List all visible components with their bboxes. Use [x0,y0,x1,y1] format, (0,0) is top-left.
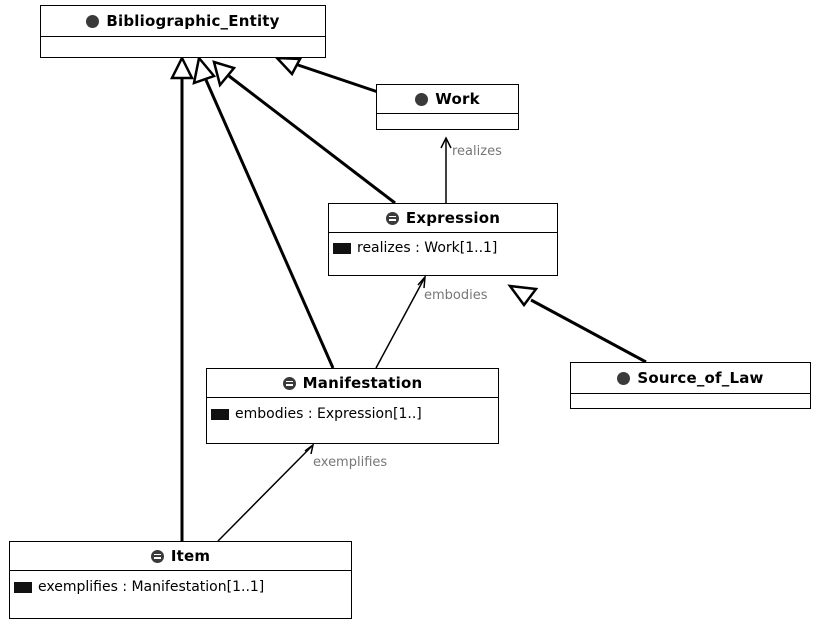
generalization-manifestation [204,79,335,369]
class-header: Manifestation [207,369,498,398]
class-name: Expression [405,209,501,227]
class-header: Item [10,542,351,571]
class-header: Work [377,85,518,114]
attribute-text: realizes : Work[1..1] [357,240,498,256]
class-source-of-law[interactable]: Source_of_Law [570,362,811,409]
class-icon [86,14,100,28]
class-header: Expression [329,204,557,233]
class-name: Bibliographic_Entity [106,12,280,30]
enumeration-icon [385,211,399,225]
class-attribute: embodies : Expression[1..] [207,398,498,430]
class-item[interactable]: Item exemplifies : Manifestation[1..1] [9,541,352,619]
association-label-embodies: embodies [424,288,488,303]
enumeration-icon [282,376,296,390]
enumeration-icon [150,549,164,563]
association-exemplifies [217,444,314,542]
class-name: Item [170,547,211,565]
class-name: Work [435,90,480,108]
attribute-icon [211,408,229,420]
class-work[interactable]: Work [376,84,519,130]
attribute-icon [14,581,32,593]
class-expression[interactable]: Expression realizes : Work[1..1] [328,203,558,276]
generalization-expression [228,74,396,205]
generalization-arrowhead-source-of-law [507,284,539,308]
class-header: Bibliographic_Entity [41,6,325,37]
association-embodies [375,276,426,369]
class-name: Source_of_Law [637,369,764,387]
attribute-text: exemplifies : Manifestation[1..1] [38,579,265,595]
association-label-realizes: realizes [452,144,502,159]
class-icon [617,371,631,385]
class-attribute: realizes : Work[1..1] [329,233,557,263]
class-attribute: exemplifies : Manifestation[1..1] [10,571,351,603]
generalization-work [297,63,379,94]
generalization-arrowhead-work [273,56,303,77]
attribute-icon [333,242,351,254]
class-bibliographic-entity[interactable]: Bibliographic_Entity [40,5,326,58]
class-manifestation[interactable]: Manifestation embodies : Expression[1..] [206,368,499,444]
attribute-text: embodies : Expression[1..] [235,406,422,422]
association-label-exemplifies: exemplifies [313,455,388,470]
class-name: Manifestation [302,374,423,392]
generalization-arrowhead-item [169,55,195,80]
generalization-arrowhead-expression [212,60,237,88]
class-icon [415,92,429,106]
class-header: Source_of_Law [571,363,810,394]
generalization-arrowhead-manifestation [192,55,217,85]
generalization-source-of-law [530,298,647,364]
